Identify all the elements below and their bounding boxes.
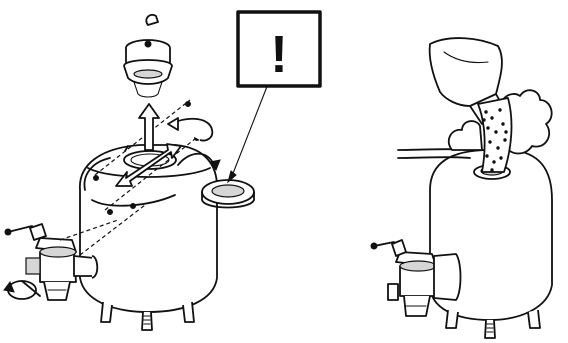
- clamp-ring: [79, 99, 201, 256]
- panel-sand-filling: [370, 37, 553, 339]
- sand-stream: [477, 97, 513, 173]
- panel-disassembly: !: [3, 10, 322, 331]
- filter-tank-right: [429, 149, 553, 339]
- warning-pointer-arrowhead: [227, 170, 237, 184]
- warning-box: !: [236, 10, 322, 88]
- lid-assembly: [123, 13, 173, 98]
- up-arrow-icon: [138, 103, 160, 151]
- rotate-arrow-icon: [3, 280, 41, 300]
- multiport-valve-right: [370, 239, 462, 317]
- gasket-ring: [201, 179, 255, 209]
- exclamation-icon: !: [270, 26, 287, 84]
- filter-tank-left: [79, 144, 218, 331]
- dust-cloud-right: [500, 89, 553, 155]
- double-arrow-icon: [115, 143, 182, 187]
- valve-alignment-line: [59, 219, 119, 241]
- multiport-valve-left: [4, 223, 99, 301]
- curved-arrow-icon: [167, 117, 214, 142]
- curved-arrow-to-ring: [177, 152, 221, 172]
- dust-cloud-left: [447, 120, 483, 151]
- warning-pointer-line: [231, 83, 269, 177]
